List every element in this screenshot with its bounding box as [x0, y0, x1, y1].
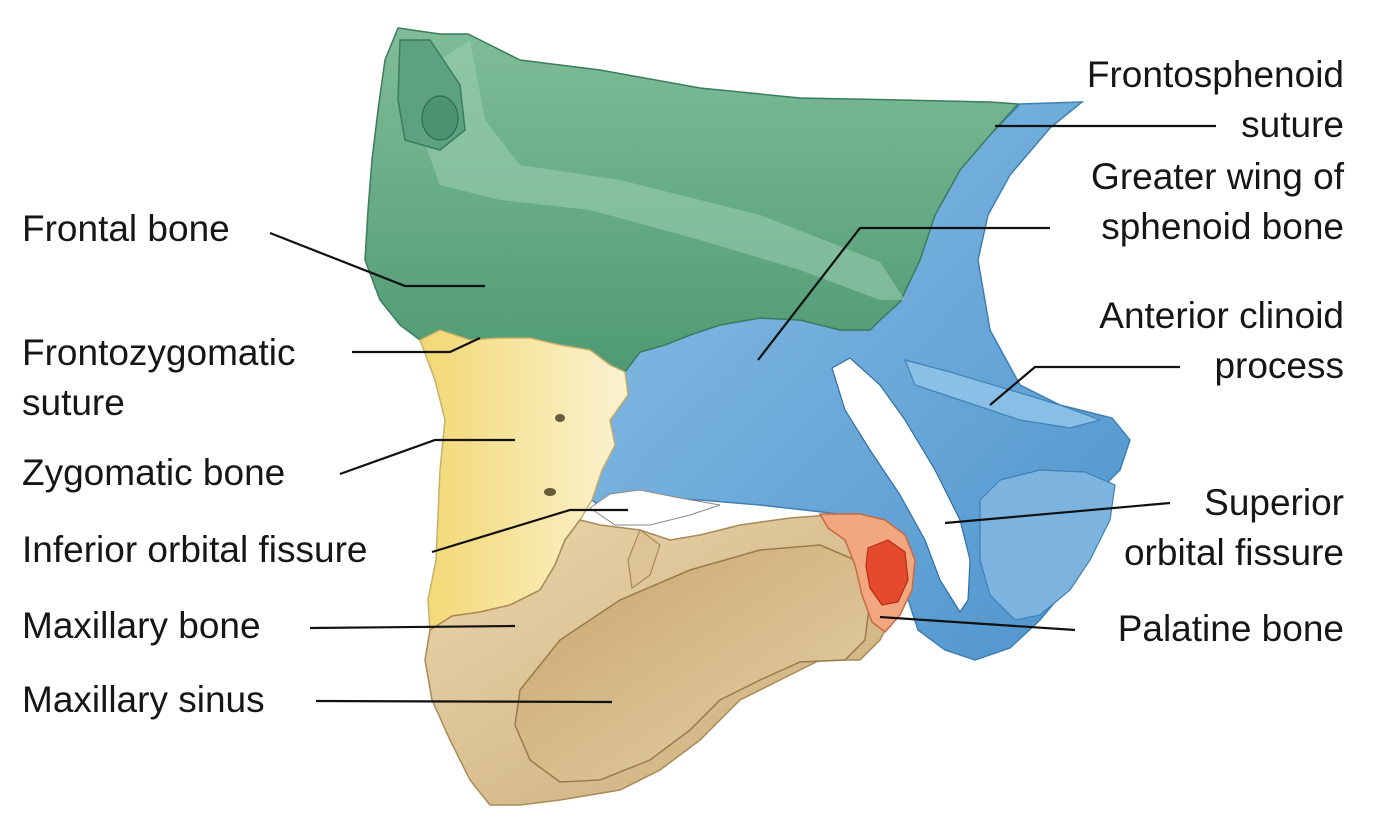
leader-frontozygomatic-suture [352, 337, 481, 354]
label-greater-wing-of-sphenoid: Greater wing of sphenoid bone [1091, 152, 1344, 252]
palatine-bone-core [865, 539, 909, 606]
maxillary-spur [627, 529, 661, 590]
frontal-bone-ridge [420, 40, 905, 300]
label-anterior-clinoid-line-2: process [1214, 345, 1344, 386]
zygomatic-foramen-lower [544, 488, 556, 496]
leader-maxillary-sinus [315, 699, 613, 704]
label-anterior-clinoid-process: Anterior clinoid process [1099, 291, 1344, 391]
label-superior-orbital-line-2: orbital fissure [1123, 532, 1344, 573]
label-zygomatic-bone: Zygomatic bone [22, 448, 285, 498]
label-palatine-bone-text: Palatine bone [1117, 608, 1344, 649]
label-frontozygomatic-line-2: suture [22, 382, 125, 423]
label-inferior-orbital-fissure: Inferior orbital fissure [22, 525, 367, 575]
label-anterior-clinoid-line-1: Anterior clinoid [1099, 295, 1344, 336]
label-palatine-bone: Palatine bone [1118, 604, 1344, 654]
label-zygomatic-bone-text: Zygomatic bone [22, 452, 286, 493]
zygomatic-foramen-upper [555, 414, 565, 422]
label-maxillary-sinus-text: Maxillary sinus [22, 679, 265, 720]
label-superior-orbital-line-1: Superior [1204, 482, 1344, 523]
frontal-bone-foramen [421, 95, 459, 141]
inferior-orbital-fissure-shape [589, 489, 721, 526]
label-greater-wing-line-2: sphenoid bone [1101, 206, 1344, 247]
label-superior-orbital-fissure: Superior orbital fissure [1124, 478, 1344, 578]
leader-anterior-clinoid [989, 365, 1180, 406]
leader-superior-orbital-fissure [944, 501, 1171, 525]
label-frontozygomatic-line-1: Frontozygomatic [22, 332, 296, 373]
label-frontal-bone: Frontal bone [22, 204, 230, 254]
label-frontozygomatic-suture: Frontozygomatic suture [22, 328, 296, 428]
label-greater-wing-line-1: Greater wing of [1091, 156, 1344, 197]
label-maxillary-bone-text: Maxillary bone [22, 605, 261, 646]
leader-maxillary-bone [309, 624, 516, 630]
maxillary-sinus-shape [514, 544, 871, 783]
label-frontosphenoid-line-1: Frontosphenoid [1086, 54, 1344, 95]
label-inferior-orbital-fissure-text: Inferior orbital fissure [22, 529, 368, 570]
leader-lines [269, 124, 1216, 704]
label-maxillary-bone: Maxillary bone [22, 601, 261, 651]
leader-greater-wing [757, 226, 1050, 361]
label-frontosphenoid-suture: Frontosphenoid suture [1087, 50, 1344, 150]
leader-palatine-bone [879, 615, 1076, 632]
superior-orbital-fissure-shape [831, 357, 971, 614]
leader-frontal-bone [269, 231, 485, 288]
label-frontosphenoid-line-2: suture [1241, 104, 1344, 145]
leader-zygomatic-bone [339, 438, 515, 476]
label-maxillary-sinus: Maxillary sinus [22, 675, 265, 725]
sphenoid-body-shape [979, 469, 1116, 621]
leader-inferior-orbital-fissure [431, 508, 628, 554]
label-frontal-bone-text: Frontal bone [22, 208, 230, 249]
